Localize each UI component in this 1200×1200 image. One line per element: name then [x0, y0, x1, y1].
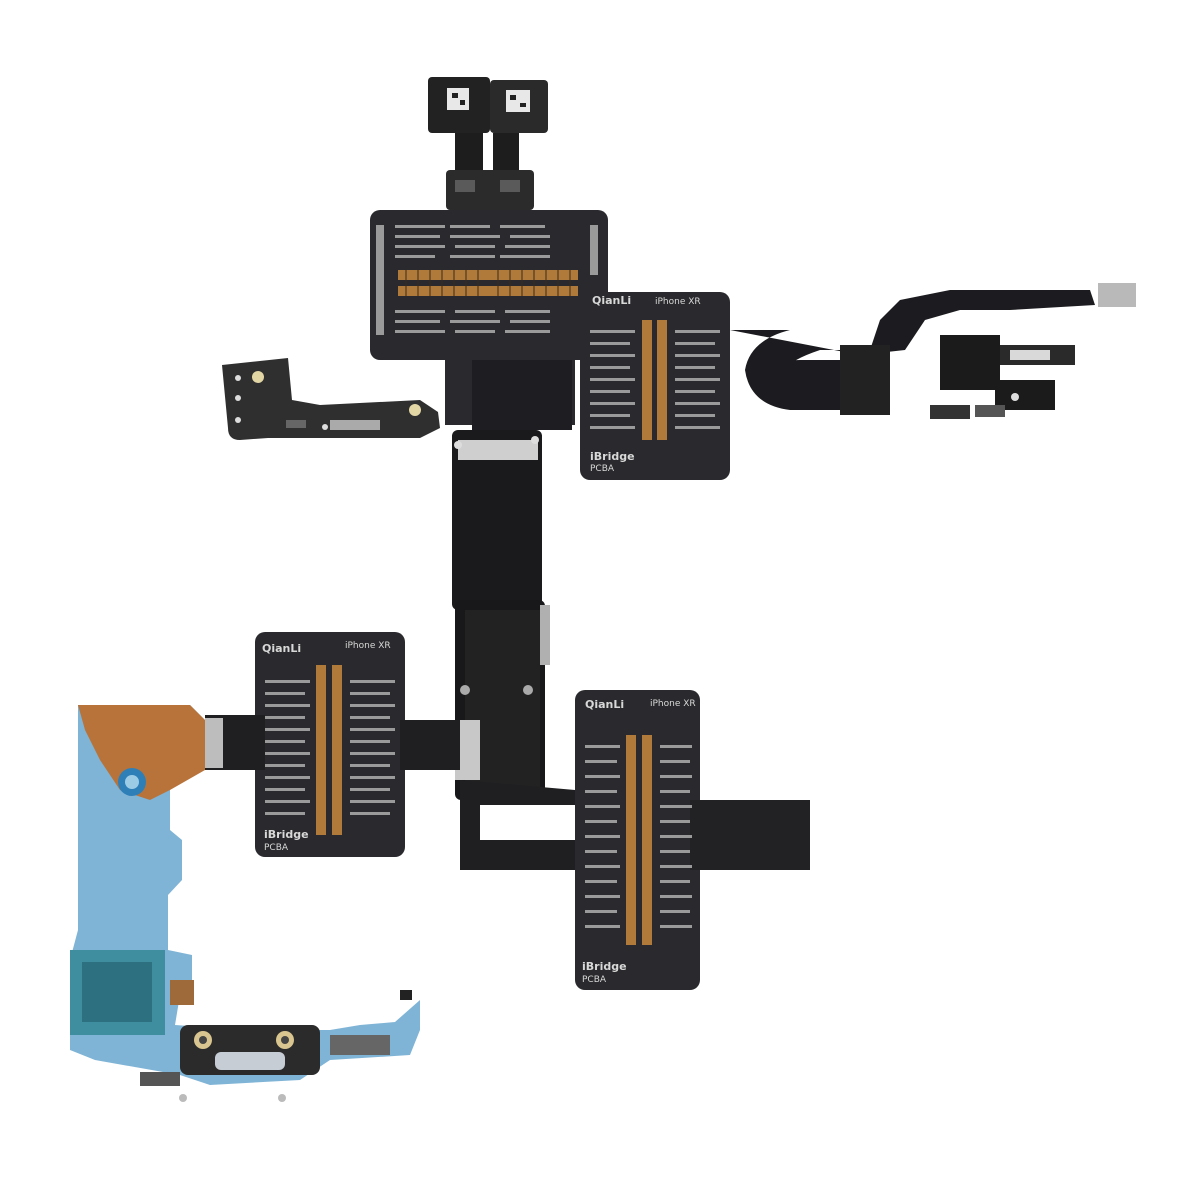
- bottom-board-footer-sub: PCBA: [582, 975, 607, 985]
- bottom-test-board: QianLi iPhone XR iBridge PCBA: [460, 690, 810, 990]
- left-test-board: QianLi iPhone XR iBridge PCBA: [205, 632, 460, 857]
- logic-board: [452, 430, 550, 800]
- bottom-board-subtitle: iPhone XR: [650, 699, 696, 709]
- top-test-board: QianLi iPhone XR iBridge PCBA: [370, 210, 730, 480]
- left-board-subtitle: iPhone XR: [345, 641, 391, 651]
- right-flex-cable: [730, 283, 1136, 419]
- small-connector-board: [222, 358, 440, 440]
- top-board-subtitle: iPhone XR: [655, 297, 701, 307]
- top-board-footer: iBridge: [590, 450, 635, 463]
- left-board-footer: iBridge: [264, 828, 309, 841]
- top-board-footer-sub: PCBA: [590, 464, 615, 474]
- left-board-footer-sub: PCBA: [264, 843, 289, 853]
- charging-port-flex: [70, 705, 420, 1102]
- bottom-board-footer: iBridge: [582, 960, 627, 973]
- left-board-brand: QianLi: [262, 642, 301, 655]
- bottom-board-brand: QianLi: [585, 698, 624, 711]
- top-board-brand: QianLi: [592, 294, 631, 307]
- camera-modules: [428, 77, 548, 210]
